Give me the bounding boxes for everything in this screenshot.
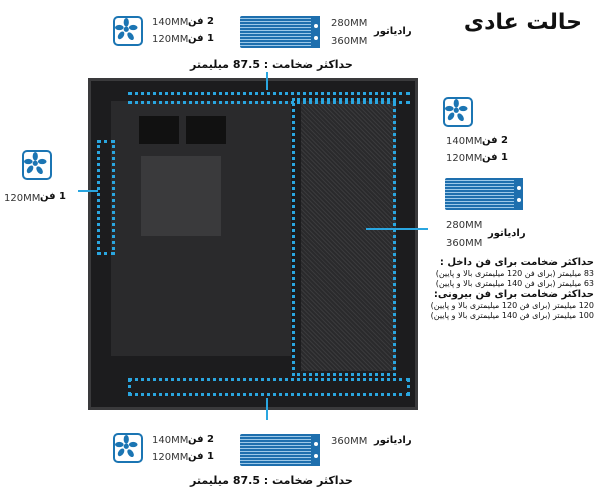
bottom-fan-120-size: 120MM: [152, 452, 189, 463]
right-radiator-label: رادیاتور: [488, 228, 526, 239]
left-fan-size: 120MM: [4, 193, 41, 204]
top-fan-140-size: 140MM: [152, 17, 189, 28]
page-title: حالت عادی: [463, 10, 582, 35]
top-radiator-size-280: 280MM: [331, 18, 368, 29]
right-fan-140-size: 140MM: [446, 136, 483, 147]
intake-note: 63 میلیمتر (برای فن 140 میلیمتری بالا و …: [435, 279, 594, 288]
top-fan-120-size: 120MM: [152, 34, 189, 45]
right-radiator-size-360: 360MM: [446, 238, 483, 249]
right-fan-1-label: 1 فن: [482, 152, 508, 163]
fan-icon: [113, 433, 143, 463]
front-mount-outline: [292, 98, 396, 376]
radiator-icon: [445, 178, 523, 210]
exhaust-note: 100 میلیمتر (برای فن 140 میلیمتری بالا و…: [430, 311, 594, 320]
exhaust-heading: حداکثر ضخامت برای فن بیرونی:: [433, 289, 594, 300]
top-fan-2-label: 2 فن: [188, 16, 214, 27]
bottom-radiator-label: رادیاتور: [374, 435, 412, 446]
bottom-max-thickness: حداکثر ضخامت : 87.5 میلیمتر: [190, 474, 353, 487]
fan-icon: [443, 97, 473, 127]
top-radiator-size-360: 360MM: [331, 36, 368, 47]
right-fan-2-label: 2 فن: [482, 135, 508, 146]
top-fan-1-label: 1 فن: [188, 33, 214, 44]
thickness-notes: حداکثر ضخامت برای فن داخل : 83 میلیمتر (…: [424, 257, 594, 321]
left-fan-label: 1 فن: [40, 191, 66, 202]
rear-mount-outline: [97, 140, 115, 255]
radiator-icon: [240, 434, 320, 466]
radiator-icon: [240, 16, 320, 48]
right-fan-120-size: 120MM: [446, 153, 483, 164]
bottom-mount-outline: [128, 378, 410, 396]
fan-icon: [113, 16, 143, 46]
intake-heading: حداکثر ضخامت برای فن داخل :: [439, 257, 594, 268]
top-mount-outline: [128, 92, 410, 104]
top-radiator-label: رادیاتور: [374, 26, 412, 37]
pc-case-image: [88, 78, 418, 410]
bottom-fan-140-size: 140MM: [152, 435, 189, 446]
bottom-fan-1-label: 1 فن: [188, 451, 214, 462]
intake-note: 83 میلیمتر (برای فن 120 میلیمتری بالا و …: [435, 269, 594, 278]
fan-icon: [22, 150, 52, 180]
bottom-radiator-size: 360MM: [331, 436, 368, 447]
bottom-fan-2-label: 2 فن: [188, 434, 214, 445]
right-radiator-size-280: 280MM: [446, 220, 483, 231]
top-max-thickness: حداکثر ضخامت : 87.5 میلیمتر: [190, 58, 353, 71]
exhaust-note: 120 میلیمتر (برای فن 120 میلیمتری بالا و…: [430, 301, 594, 310]
